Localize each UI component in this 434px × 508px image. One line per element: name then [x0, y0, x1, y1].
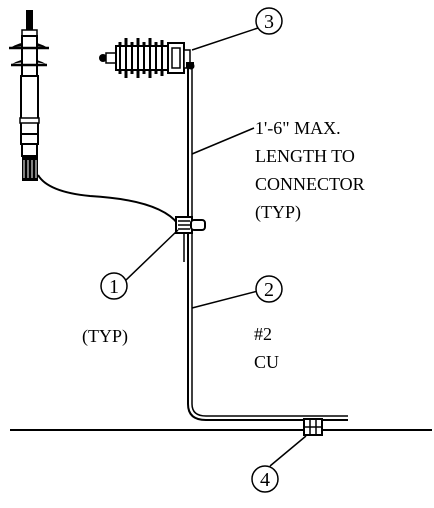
callout-1-number: 1 [109, 276, 119, 298]
leader-4 [269, 435, 307, 467]
length-note-line-4: (TYP) [255, 202, 301, 223]
callout-2: 2 [255, 275, 283, 303]
wire-material-label: CU [254, 352, 279, 372]
connector-4 [303, 418, 323, 436]
length-note-line-2: LENGTH TO [255, 146, 355, 166]
wire-size-label: #2 [254, 324, 272, 344]
ground-lead [187, 68, 348, 421]
callout-1: 1 [100, 272, 128, 300]
connector-1 [175, 216, 206, 262]
leader-length-note [191, 127, 255, 155]
callout-2-number: 2 [264, 279, 274, 301]
callout-4-number: 4 [260, 469, 270, 491]
surge-arrester [99, 38, 195, 78]
cable-termination [9, 10, 49, 181]
leader-2 [191, 290, 259, 309]
leader-1 [125, 229, 179, 281]
length-note-line-3: CONNECTOR [255, 174, 365, 194]
callout-4: 4 [251, 465, 279, 493]
callout-3: 3 [255, 7, 283, 35]
termination-ground-strand [37, 174, 179, 225]
length-note-line-1: 1'-6" MAX. [255, 118, 341, 138]
leader-3 [191, 27, 259, 51]
callout-3-number: 3 [264, 11, 274, 33]
typ-note-left: (TYP) [82, 326, 128, 347]
